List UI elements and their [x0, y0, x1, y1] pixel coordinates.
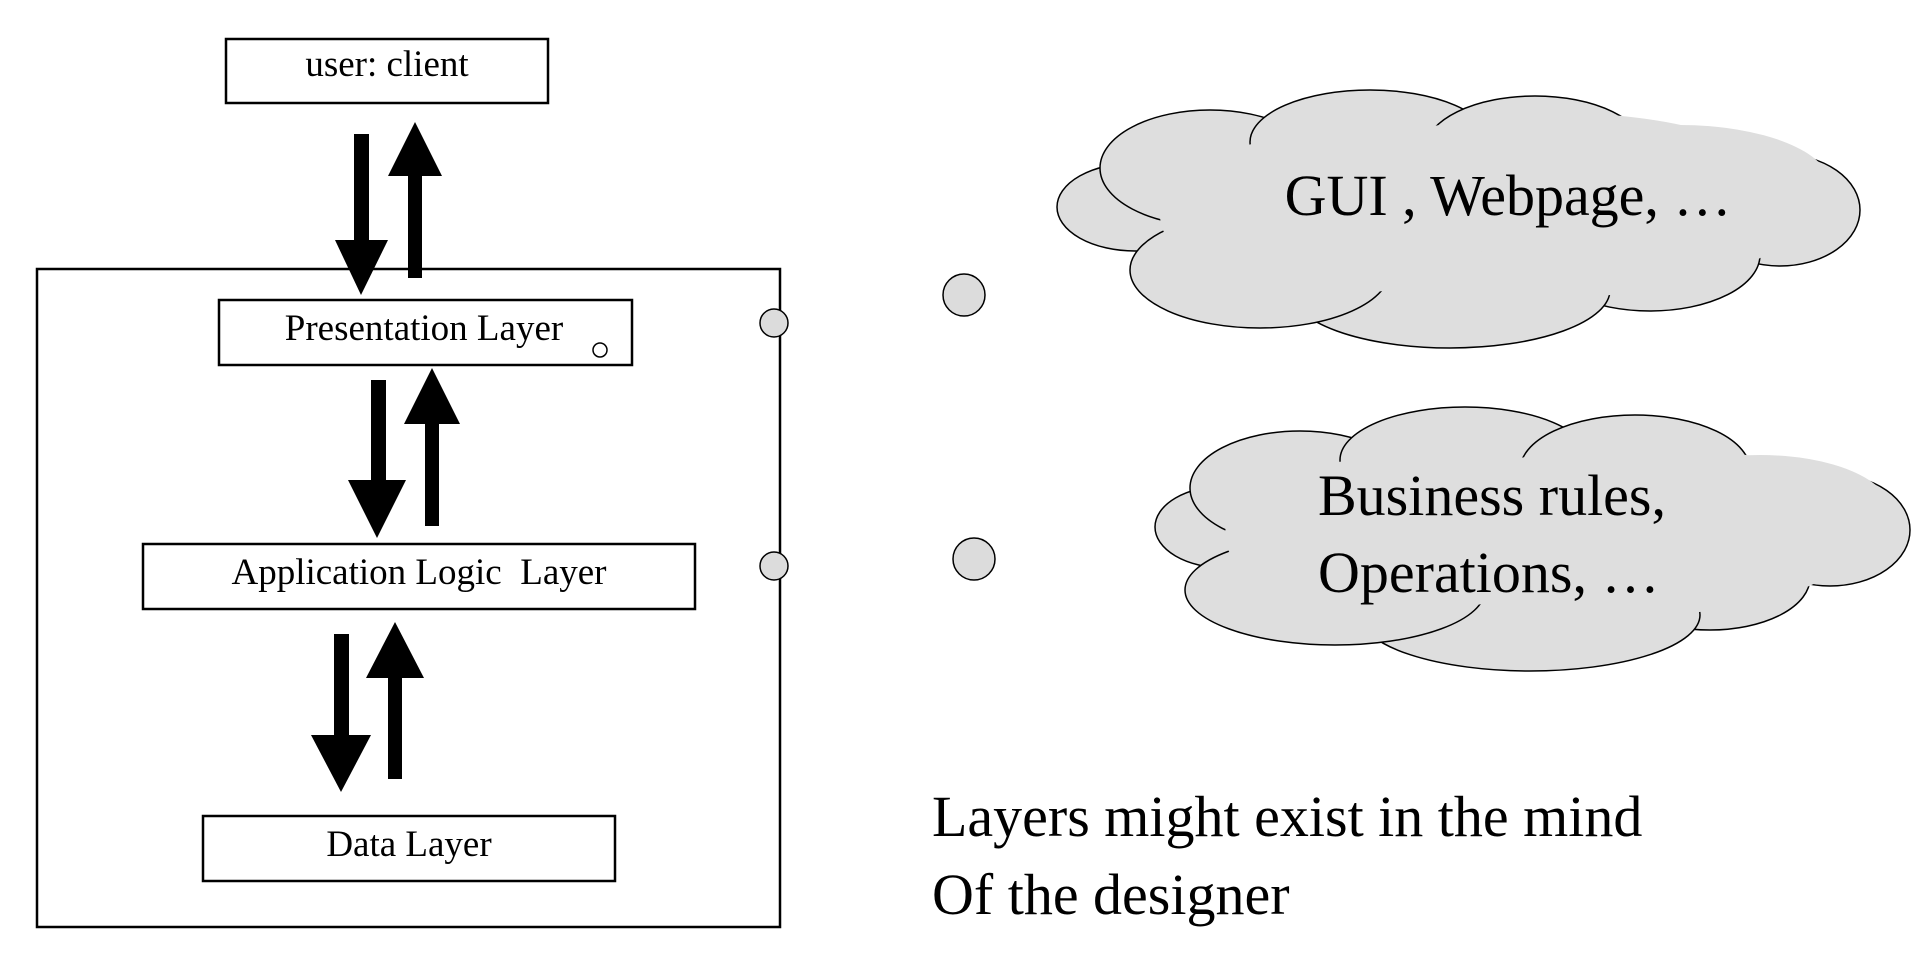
client-box-label: user: client [305, 44, 469, 85]
application-logic-layer-box: Application Logic Layer [141, 542, 697, 611]
cloud-application [1154, 406, 1911, 672]
note-line-1: Layers might exist in the mind [932, 784, 1642, 849]
data-layer-box: Data Layer [201, 814, 617, 883]
presentation-layer-label: Presentation Layer [285, 308, 563, 349]
arrow-presentation-to-client-up [388, 122, 442, 278]
arrow-presentation-to-application-down [348, 380, 406, 538]
thought-bubble-presentation [942, 273, 986, 317]
note-line-2: Of the designer [932, 862, 1290, 927]
arrow-application-to-data-down [311, 634, 371, 792]
arrow-application-to-presentation-up [404, 368, 460, 526]
presentation-layer-box: Presentation Layer [217, 298, 634, 367]
boundary-connector-presentation [759, 308, 789, 338]
cloud-presentation-text: GUI , Webpage, … [1285, 163, 1732, 228]
arrow-client-to-presentation-down [335, 134, 388, 295]
application-logic-layer-label: Application Logic Layer [231, 552, 606, 593]
cloud-presentation [1056, 89, 1861, 349]
boundary-connector-application [759, 551, 789, 581]
small-handle-dot [592, 342, 608, 358]
client-box: user: client [224, 37, 550, 105]
arrow-data-to-application-up [366, 622, 424, 779]
data-layer-label: Data Layer [326, 824, 491, 865]
thought-bubble-application [952, 537, 996, 581]
cloud-application-text-line-2: Operations, … [1318, 540, 1660, 605]
cloud-application-text-line-1: Business rules, [1318, 463, 1666, 528]
